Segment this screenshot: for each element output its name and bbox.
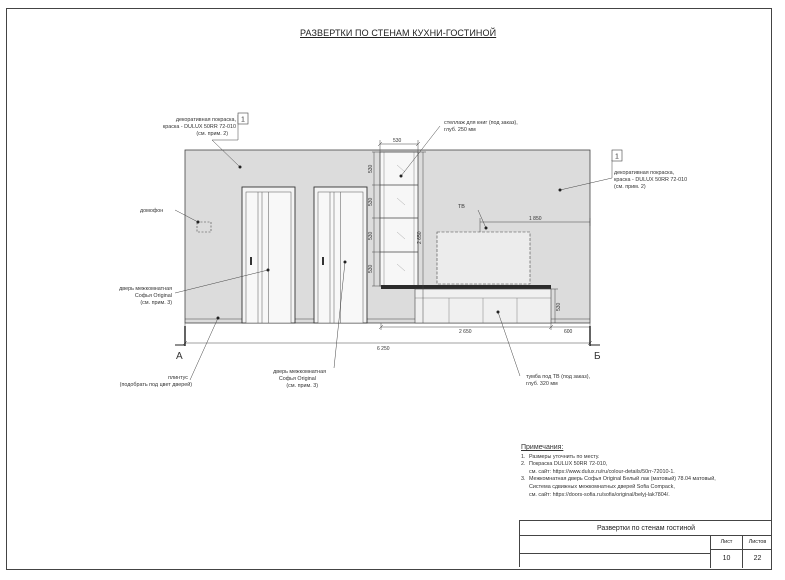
- dim-shelf-h4: 530: [368, 264, 374, 273]
- door-left-label: Софья Original: [135, 293, 172, 299]
- paint-right-label: декоративная покраска,: [614, 170, 675, 176]
- tv-label: ТВ: [458, 204, 465, 210]
- title-block: Развертки по стенам гостиной Лист 10 Лис…: [519, 520, 772, 568]
- door-left: [241, 186, 296, 324]
- dim-stand-width: 2 650: [459, 329, 472, 335]
- door-mid-label: Софья Original: [279, 376, 316, 382]
- tv-stand: [381, 285, 552, 324]
- dim-right-offset: 600: [564, 329, 573, 335]
- plinth-label: (подобрать под цвет дверей): [120, 381, 193, 388]
- note-item: 1.Размеры уточнить по месту.: [521, 453, 600, 460]
- dim-shelf-total: 2 650: [417, 231, 423, 244]
- door-left-label: (см. прим. 3): [140, 300, 172, 306]
- sheet-cell: Лист 10: [710, 536, 742, 568]
- title-block-divider: [520, 553, 710, 554]
- callout-number-right: 1: [615, 154, 619, 161]
- notes-heading: Примечания:: [521, 444, 564, 451]
- dim-tv-offset: 1 850: [529, 216, 542, 222]
- sheets-total: 22: [753, 555, 762, 562]
- callout-box-right: [611, 149, 623, 162]
- section-marker-a: А: [176, 351, 183, 362]
- sheet-number: 10: [722, 555, 731, 562]
- dim-shelf-width: 530: [393, 138, 402, 144]
- sheets-label: Листов: [743, 536, 772, 550]
- sheet-label: Лист: [711, 536, 742, 550]
- notes-block: Примечания: 1.Размеры уточнить по месту.…: [521, 444, 771, 499]
- dim-shelf-h2: 530: [368, 197, 374, 206]
- paint-left-label: (см. прим. 2): [196, 131, 228, 137]
- paint-left-label: краска - DULUX 50RR 72-010: [163, 124, 236, 130]
- paint-left-label: декоративная покраска,: [176, 117, 237, 123]
- intercom-box: [196, 221, 212, 233]
- drawing-title: РАЗВЕРТКИ ПО СТЕНАМ КУХНИ-ГОСТИНОЙ: [300, 28, 497, 38]
- drawing-sheet-border: [6, 8, 772, 570]
- paint-right-label: краска - DULUX 50RR 72-010: [614, 177, 687, 183]
- dim-shelf-h1: 530: [368, 164, 374, 173]
- shelf-label: стеллаж для книг (под заказ),: [444, 120, 518, 126]
- dim-stand-height: 530: [556, 302, 562, 311]
- door-mid-label: (см. прим. 3): [286, 383, 318, 389]
- shelf-label: глуб. 250 мм: [444, 127, 476, 133]
- dim-shelf-h3: 530: [368, 231, 374, 240]
- callout-number-left: 1: [241, 117, 245, 124]
- door-mid-label: дверь межкомнатная: [273, 369, 326, 375]
- paint-right-label: (см. прим. 2): [614, 184, 646, 190]
- callout-box-left: [237, 112, 249, 125]
- note-item: 2.Покраска DULUX 50RR 72-010, см. сайт: …: [521, 461, 675, 475]
- sheets-cell: Листов 22: [742, 536, 772, 568]
- door-left-label: дверь межкомнатная: [119, 286, 172, 292]
- title-block-caption: Развертки по стенам гостиной: [520, 521, 772, 536]
- tvstand-label: глуб. 320 мм: [526, 381, 558, 387]
- dim-total-width: 6 250: [377, 346, 390, 352]
- intercom-label: домофон: [140, 208, 163, 214]
- door-middle: [313, 186, 368, 324]
- plinth-label: плинтус: [168, 375, 188, 381]
- tvstand-label: тумба под ТВ (под заказ),: [526, 374, 590, 380]
- tv-screen: [436, 231, 531, 285]
- note-item: 3.Межкомнатная дверь Софья Original Белы…: [521, 476, 716, 498]
- section-marker-b: Б: [594, 351, 601, 362]
- bookshelf: [379, 151, 419, 287]
